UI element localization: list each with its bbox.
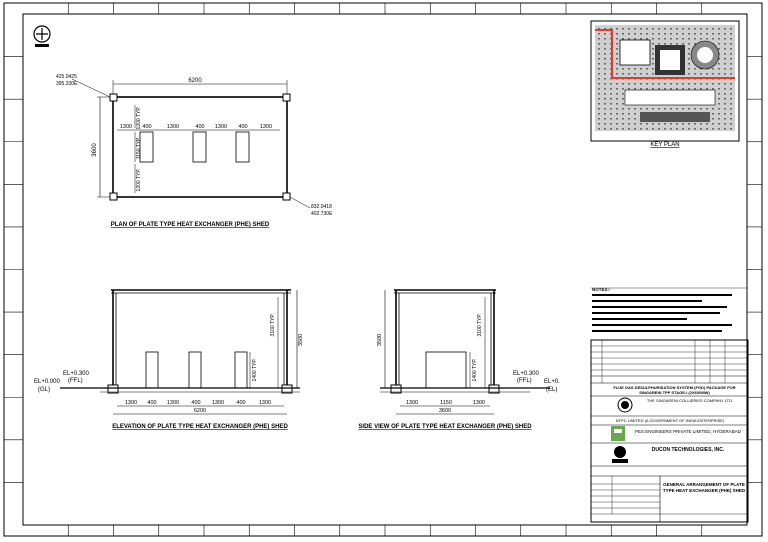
company-logo-icon	[33, 25, 51, 47]
elevation-title: ELEVATION OF PLATE TYPE HEAT EXCHANGER (…	[112, 424, 288, 430]
side-seg-1: 1300	[406, 400, 418, 406]
plan-overall-depth: 3600	[92, 143, 98, 157]
side-door-height: 1400 TYP.	[472, 359, 478, 382]
side-el-label: (EL)	[546, 387, 557, 393]
notes-lines	[591, 287, 748, 332]
elev-gl-label: (GL)	[38, 387, 50, 393]
plan-coord-tl-1: 425.0425	[56, 74, 77, 80]
plan-dim-left: 1300	[120, 124, 132, 130]
plan-dim-1300-c: 1300	[260, 124, 272, 130]
plan-dim-1300-a: 1300	[167, 124, 179, 130]
plan-coord-tl-2: 395.330E	[56, 81, 78, 87]
plan-dim-typ-mid: 1150 TYP.	[136, 137, 142, 160]
title-block-consultant: NTPC LIMITED (A GOVERNMENT OF INDIA ENTE…	[615, 418, 725, 423]
elev-seg-6: 400	[236, 400, 245, 406]
elev-height: 3500	[298, 334, 304, 346]
owner-logo-icon	[617, 397, 633, 413]
side-view-title: SIDE VIEW OF PLATE TYPE HEAT EXCHANGER (…	[358, 424, 532, 430]
plan-dim-400-a: 400	[142, 124, 151, 130]
plan-dim-400-b: 400	[195, 124, 204, 130]
key-plan-map	[590, 20, 740, 142]
plan-dim-400-c: 400	[238, 124, 247, 130]
side-el-top: EL+0.300	[513, 371, 540, 377]
side-view	[380, 289, 550, 415]
elev-seg-7: 1300	[259, 400, 271, 406]
key-plan-label: KEY PLAN	[650, 142, 679, 148]
elev-ffl-label: (FFL)	[68, 378, 83, 384]
plan-dim-typ-bot: 1200 TYP.	[136, 169, 142, 192]
plan-coord-br-1: 832.0418	[311, 204, 332, 210]
title-block-designer: DUCON TECHNOLOGIES, INC.	[651, 447, 725, 453]
plan-dim-1300-b: 1300	[215, 124, 227, 130]
side-ffl-label: (FFL)	[517, 378, 532, 384]
notes-heading: NOTES:-	[592, 287, 611, 292]
side-inner-height: 3100 TYP.	[477, 314, 483, 337]
designer-logo-icon	[612, 446, 628, 463]
plan-dim-typ-top: 1200 TYP.	[136, 107, 142, 130]
elev-inner-height: 3100 TYP.	[270, 314, 276, 337]
elev-el-top: EL+0.300	[63, 371, 90, 377]
title-block-owner: THE SINGARENI COLLIERIES COMPANY LTD.	[646, 398, 734, 403]
title-block-drawing-title: GENERAL ARRANGEMENT OF PLATE TYPE HEAT E…	[662, 482, 746, 493]
title-block	[590, 339, 749, 523]
elev-el-ffl: EL+0.000	[34, 379, 61, 385]
side-overall-width: 3600	[439, 408, 451, 414]
border-grid-ticks	[4, 3, 762, 536]
elev-seg-2: 400	[147, 400, 156, 406]
elev-overall-width: 6200	[194, 408, 206, 414]
title-block-project: FLUE GAS DESULPHURISATION SYSTEM (FGD) P…	[613, 385, 736, 395]
elevation-view	[60, 289, 300, 415]
elev-seg-4: 400	[191, 400, 200, 406]
contractor-logo-icon	[611, 426, 625, 441]
side-seg-2: 1150	[440, 400, 452, 406]
plan-overall-width: 6200	[188, 78, 202, 84]
plan-title: PLAN OF PLATE TYPE HEAT EXCHANGER (PHE) …	[111, 222, 270, 228]
plan-view	[71, 78, 311, 209]
elev-seg-5: 1300	[212, 400, 224, 406]
side-height: 3500	[377, 334, 383, 346]
plan-coord-br-2: 402.730E	[311, 211, 333, 217]
elev-door-height: 1400 TYP.	[252, 359, 258, 382]
side-el-right: EL+0.	[544, 379, 560, 385]
elev-seg-1: 1300	[125, 400, 137, 406]
title-block-contractor: PES ENGINEERS PRIVATE LIMITED, HYDERABAD	[634, 429, 742, 434]
elev-seg-3: 1300	[167, 400, 179, 406]
side-seg-3: 1300	[473, 400, 485, 406]
